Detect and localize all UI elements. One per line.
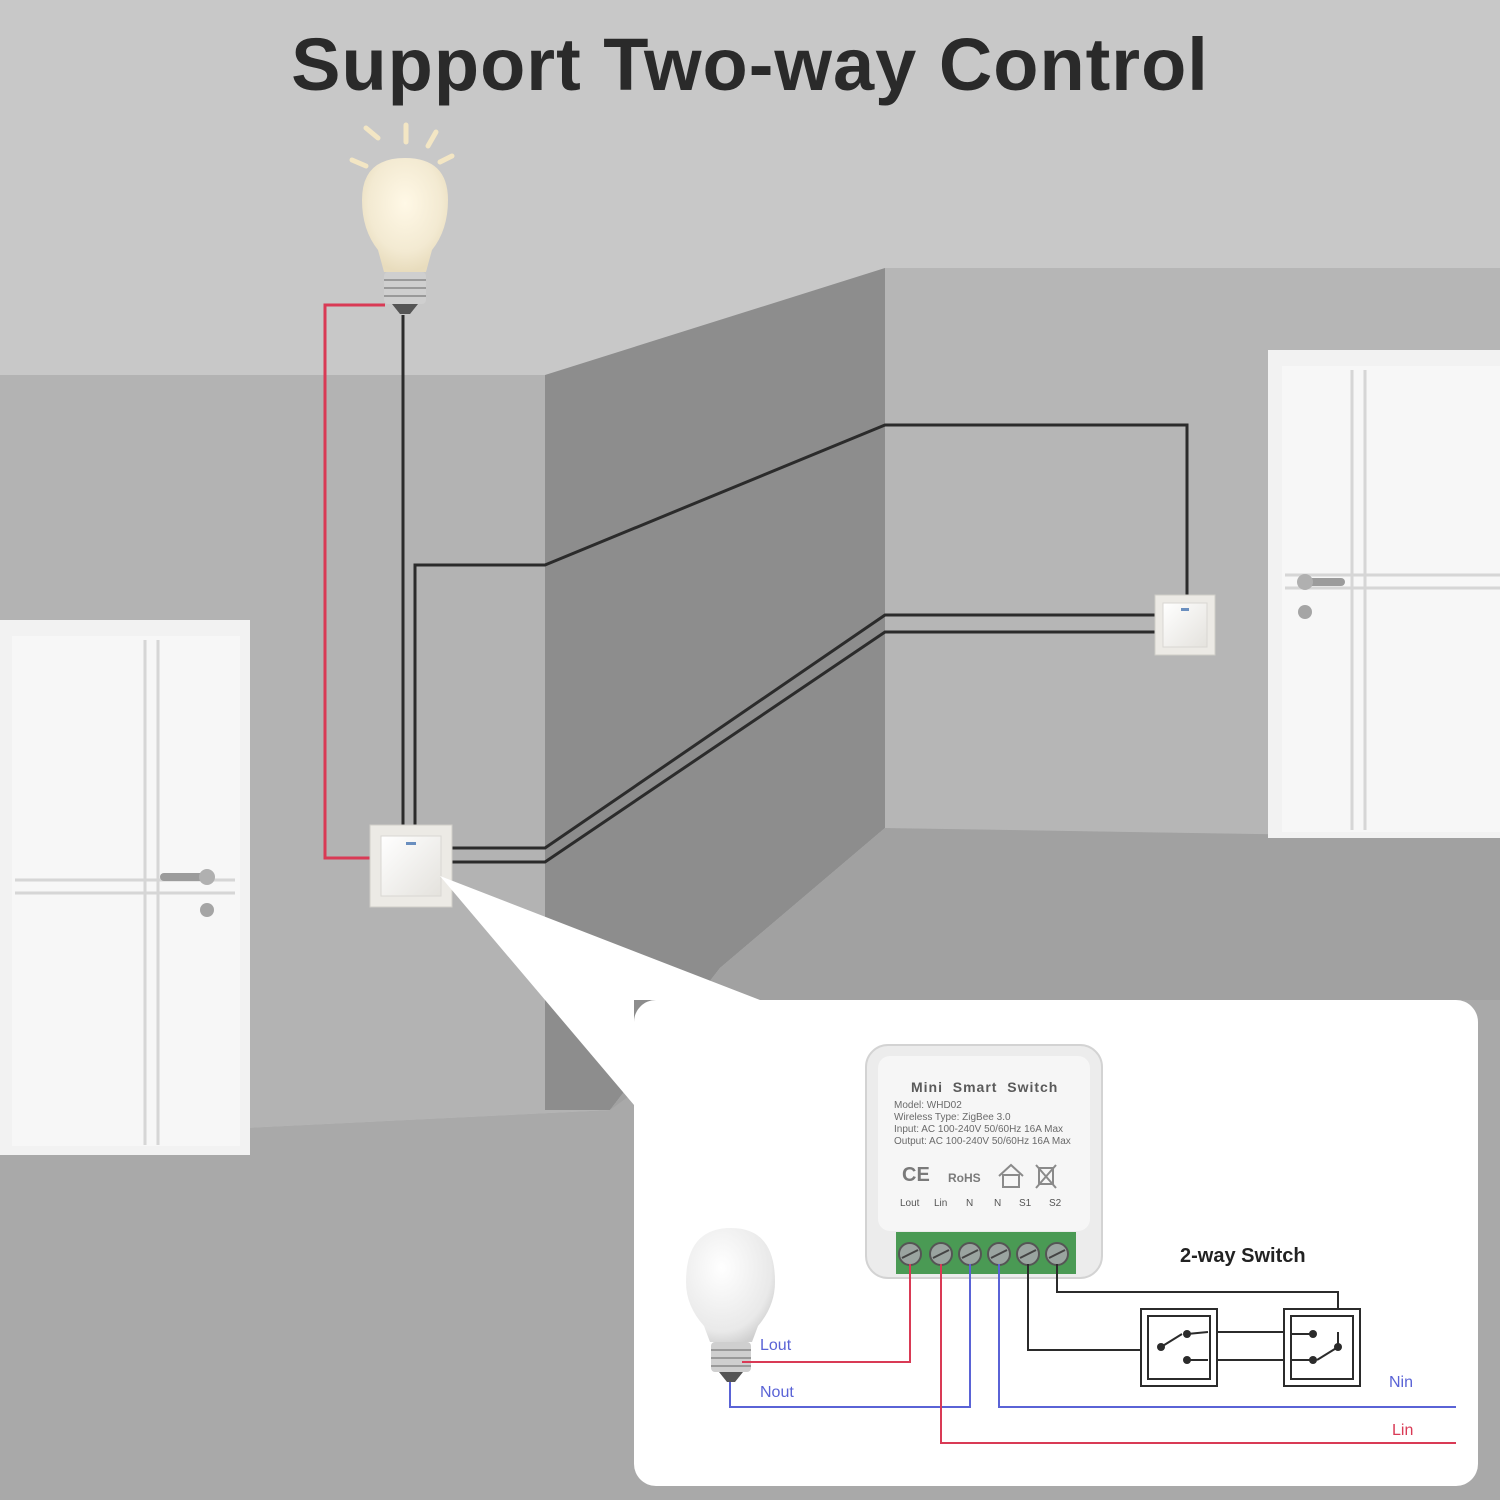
wiring-diagram xyxy=(686,1044,1456,1444)
corridor-floor xyxy=(610,828,1500,1110)
wire-label-nout: Nout xyxy=(760,1384,794,1401)
wire-nout xyxy=(729,1264,971,1408)
near-wall-switch xyxy=(369,824,453,908)
rohs-icon: RoHS xyxy=(948,1171,981,1185)
terminal-label-n1: N xyxy=(966,1198,974,1209)
module-title: Mini Smart Switch xyxy=(911,1079,1059,1095)
wire-s1 xyxy=(1027,1264,1144,1351)
wire-nin xyxy=(998,1264,1456,1408)
spec-input: Input: AC 100-240V 50/60Hz 16A Max xyxy=(894,1124,1063,1135)
wire-lout xyxy=(742,1264,911,1363)
terminal-label-s1: S1 xyxy=(1019,1198,1032,1209)
spec-wireless: Wireless Type: ZigBee 3.0 xyxy=(894,1112,1011,1123)
two-way-switch-1 xyxy=(1140,1308,1218,1387)
right-door xyxy=(1268,350,1500,838)
wire-label-nin: Nin xyxy=(1389,1374,1414,1391)
page-title: Support Two-way Control xyxy=(291,23,1209,106)
diagram-light-bulb-icon xyxy=(686,1228,775,1382)
diagram-wires xyxy=(729,1264,1456,1444)
spec-output: Output: AC 100-240V 50/60Hz 16A Max xyxy=(894,1136,1071,1147)
ce-mark-icon: CE xyxy=(902,1164,930,1186)
home-icon xyxy=(998,1163,1024,1188)
terminal-label-lin: Lin xyxy=(934,1198,948,1209)
recycle-bin-crossed-icon xyxy=(1035,1164,1057,1189)
wire-label-lin: Lin xyxy=(1392,1422,1414,1439)
terminal-label-lout: Lout xyxy=(900,1198,920,1209)
far-wall-switch xyxy=(1154,594,1216,656)
wire-lin xyxy=(940,1264,1456,1444)
two-way-switch-label: 2-way Switch xyxy=(1180,1245,1306,1267)
terminal-label-n2: N xyxy=(994,1198,1002,1209)
zoom-callout xyxy=(440,876,760,1105)
terminal-label-s2: S2 xyxy=(1049,1198,1062,1209)
wire-label-lout: Lout xyxy=(760,1337,792,1354)
two-way-switch-2 xyxy=(1283,1308,1361,1387)
scene-wiring xyxy=(323,303,1189,864)
ceiling-light-bulb-icon xyxy=(349,122,455,314)
corridor-wall-dark xyxy=(545,268,885,1110)
wiring-detail-card: Mini Smart Switch Model: WHD02 Wireless … xyxy=(634,1000,1478,1486)
spec-model: Model: WHD02 xyxy=(894,1100,962,1111)
left-door xyxy=(0,620,250,1155)
